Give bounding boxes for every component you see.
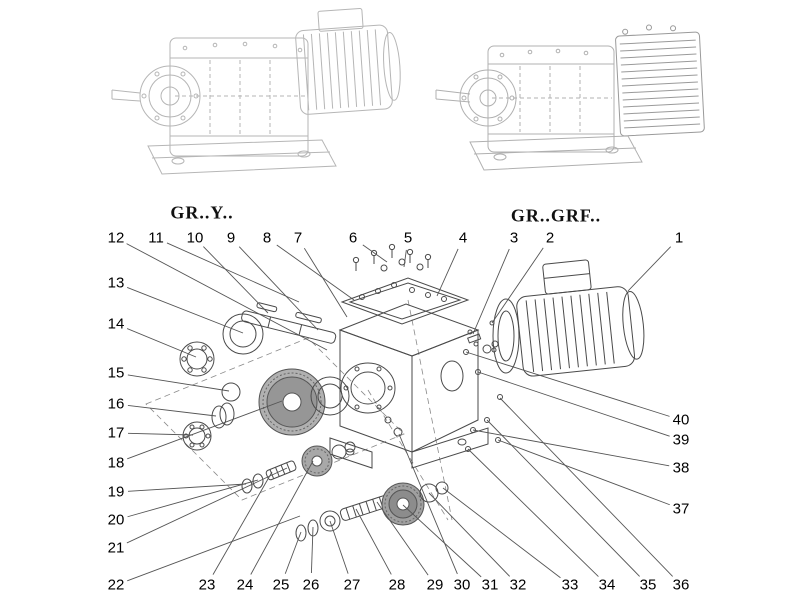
part-number-31: 31 [481,576,499,594]
leader-line-5 [403,249,407,268]
part-number-40: 40 [672,411,690,429]
leader-lines [126,242,673,582]
part-number-27: 27 [343,576,361,594]
part-number-38: 38 [672,459,690,477]
leader-line-26 [310,526,314,574]
leader-line-31 [402,504,482,578]
part-number-11: 11 [148,229,164,247]
leader-line-18 [127,400,283,460]
part-number-17: 17 [107,424,125,442]
part-number-35: 35 [639,576,657,594]
input-pinion-set [295,481,449,542]
leader-line-13 [127,286,244,334]
part-number-30: 30 [453,576,471,594]
leader-line-37 [497,439,670,506]
leader-line-19 [127,483,247,492]
leader-line-32 [428,492,510,577]
part-number-20: 20 [107,511,125,529]
leader-line-21 [126,467,288,544]
part-number-22: 22 [107,576,125,594]
part-number-18: 18 [107,454,125,472]
leader-line-30 [398,433,458,575]
part-number-9: 9 [226,229,236,247]
part-number-13: 13 [107,274,125,292]
leader-line-29 [376,501,429,576]
leader-line-3 [472,248,510,335]
leader-line-4 [436,248,459,297]
alignment-dashed-lines [145,299,453,521]
leader-line-23 [212,471,273,575]
leader-line-10 [203,246,269,314]
leader-line-35 [486,419,640,577]
leader-line-11 [166,242,300,303]
output-shaft-cluster [179,302,350,451]
part-number-3: 3 [509,229,519,247]
part-number-19: 19 [107,483,125,501]
leader-line-33 [442,487,561,579]
part-number-32: 32 [509,576,527,594]
part-number-6: 6 [348,229,358,247]
part-number-1: 1 [674,229,684,247]
gear-housing [329,303,503,469]
leader-line-27 [329,520,349,574]
leader-line-7 [303,247,348,318]
part-number-37: 37 [672,500,690,518]
leader-line-1 [627,246,672,292]
part-number-24: 24 [236,576,254,594]
leader-line-36 [499,397,673,577]
part-number-33: 33 [561,576,579,594]
part-number-10: 10 [186,229,204,247]
leader-line-14 [126,328,197,358]
leader-line-9 [238,246,319,331]
part-number-23: 23 [198,576,216,594]
leader-line-40 [465,351,670,417]
leader-line-12 [126,243,328,351]
part-number-12: 12 [107,229,125,247]
leader-line-20 [127,479,259,518]
leader-line-15 [127,374,230,392]
leader-line-16 [127,404,217,417]
variant-label-gr-grf: GR..GRF.. [510,205,602,226]
part-number-34: 34 [598,576,616,594]
part-number-16: 16 [107,395,125,413]
part-number-8: 8 [262,229,272,247]
top-cover-and-bolts [340,243,470,325]
part-number-2: 2 [545,229,555,247]
leader-line-34 [467,448,599,577]
part-number-25: 25 [272,576,290,594]
part-number-21: 21 [107,539,125,557]
part-number-28: 28 [388,576,406,594]
part-number-29: 29 [426,576,444,594]
leader-line-25 [284,531,302,574]
leader-line-8 [276,244,355,301]
leader-line-24 [250,460,314,575]
part-number-39: 39 [672,431,690,449]
leader-line-17 [127,432,194,436]
exploded-view [145,243,645,542]
leader-line-22 [127,515,301,582]
assembled-gr-grf-drawing [435,24,705,171]
variant-label-gr-y: GR..Y.. [170,202,234,223]
intermediate-pinion-set [241,441,356,494]
motor [467,259,645,377]
part-number-26: 26 [302,576,320,594]
leader-line-28 [355,508,392,575]
leader-line-39 [477,371,670,437]
part-number-36: 36 [672,576,690,594]
part-number-15: 15 [107,364,125,382]
part-number-5: 5 [403,229,413,247]
leader-line-2 [491,247,544,324]
part-number-14: 14 [107,315,125,333]
part-number-4: 4 [458,229,468,247]
leader-line-6 [362,244,388,263]
assembled-gr-y-drawing [111,7,401,175]
part-number-7: 7 [293,229,303,247]
leader-line-38 [472,429,670,467]
